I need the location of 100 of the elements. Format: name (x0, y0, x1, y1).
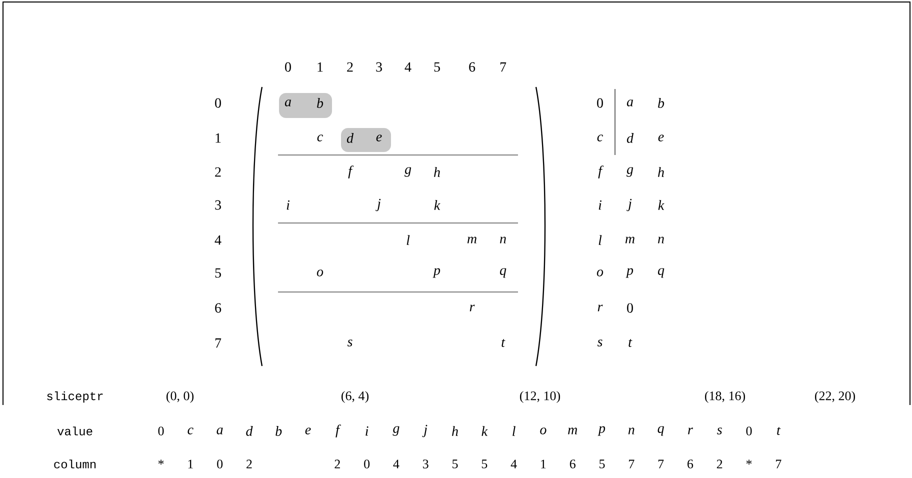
matrix-entry: f (348, 166, 354, 178)
matrix-entry: r (470, 304, 475, 312)
array-value: p (598, 426, 606, 436)
array-value: f (336, 424, 341, 438)
column-value: 2 (246, 460, 252, 468)
compressed-entry: t (628, 338, 632, 347)
row-index: 6 (215, 303, 222, 313)
matrix-entry: q (500, 268, 506, 278)
column-value: 2 (334, 460, 340, 468)
row-index: 4 (214, 235, 222, 245)
matrix-entry: n (500, 236, 506, 244)
row-index: 7 (215, 338, 222, 348)
matrix-entry: i (286, 200, 290, 210)
compressed-entry: a (626, 100, 633, 106)
column-value: 6 (688, 460, 694, 468)
compressed-entry: d (626, 133, 634, 143)
column-value: 6 (570, 460, 576, 468)
column-value: 1 (541, 460, 546, 468)
matrix-entry: d (346, 133, 354, 143)
column-value: 5 (600, 460, 605, 468)
column-index: 1 (318, 62, 323, 72)
column-value: * (158, 460, 164, 464)
matrix-entry: l (406, 235, 410, 245)
row-index: 1 (216, 133, 221, 143)
array-value: r (688, 428, 693, 434)
slice-pointer: (0, 0) (166, 391, 194, 403)
array-value: m (568, 428, 578, 434)
matrix-entry: s (347, 340, 352, 346)
compressed-entry: n (658, 236, 664, 244)
column-value: 5 (452, 460, 458, 468)
column-index: 6 (469, 62, 476, 72)
array-value: d (246, 426, 253, 436)
column-value: 5 (482, 460, 488, 468)
matrix-entry: e (376, 134, 382, 142)
matrix-entry: g (404, 167, 412, 177)
column-value: * (746, 460, 752, 464)
array-value: e (305, 428, 311, 434)
column-index: 3 (376, 62, 382, 72)
slice-pointer: (6, 4) (342, 391, 369, 403)
array-value: k (482, 426, 488, 436)
array-value: h (452, 426, 458, 436)
array-value: l (512, 426, 516, 436)
column-value: 0 (217, 460, 223, 468)
column-value: 4 (510, 460, 517, 468)
row-label: column (54, 460, 96, 468)
array-value: i (366, 426, 368, 436)
matrix-entry: a (284, 100, 291, 106)
matrix-entry: j (376, 198, 381, 212)
array-value: s (717, 428, 722, 434)
row-index: 0 (215, 98, 221, 108)
compressed-entry: j (626, 198, 632, 212)
column-index: 0 (285, 62, 291, 72)
array-value: a (216, 428, 223, 434)
array-value: q (658, 426, 664, 436)
column-index: 4 (404, 62, 412, 72)
compressed-entry: p (626, 268, 634, 278)
compressed-entry: o (596, 270, 604, 276)
column-value: 1 (188, 460, 193, 468)
column-value: 2 (716, 460, 722, 468)
column-value: 7 (776, 460, 782, 468)
column-value: 7 (629, 460, 634, 468)
matrix-entry: h (434, 167, 440, 177)
matrix-entry: m (467, 236, 476, 244)
slice-pointer: (12, 10) (520, 391, 560, 403)
matrix-entry: b (317, 98, 324, 108)
column-value: 0 (364, 460, 370, 468)
compressed-entry: 0 (597, 98, 603, 108)
array-value: t (777, 426, 781, 435)
slice-pointer: (22, 20) (815, 391, 856, 403)
column-value: 4 (393, 460, 400, 468)
compressed-entry: k (658, 200, 664, 210)
array-value: b (276, 426, 282, 436)
compressed-entry: c (597, 134, 603, 142)
compressed-entry: l (598, 235, 602, 245)
compressed-entry: h (658, 167, 664, 177)
row-index: 2 (215, 167, 221, 177)
compressed-entry: m (625, 236, 634, 244)
column-index: 5 (434, 62, 440, 72)
column-value: 7 (658, 460, 664, 468)
compressed-entry: q (658, 268, 664, 278)
compressed-entry: b (658, 98, 664, 108)
array-value: c (188, 428, 194, 434)
matrix-entry: k (434, 200, 440, 210)
array-value: 0 (158, 426, 164, 436)
compressed-entry: i (598, 200, 602, 210)
matrix-entry: t (502, 338, 506, 347)
compressed-entry: e (658, 134, 664, 142)
matrix-entry: c (317, 134, 323, 142)
row-label: value (57, 426, 92, 436)
matrix-entry: p (432, 268, 440, 278)
array-value: 0 (746, 426, 752, 436)
column-value: 3 (422, 460, 428, 468)
row-label: sliceptr (47, 391, 103, 403)
row-index: 5 (215, 268, 221, 278)
compressed-entry: s (597, 340, 602, 346)
matrix-entry: o (316, 270, 324, 276)
compressed-entry: g (626, 167, 634, 177)
array-value: n (628, 428, 634, 434)
array-value: j (422, 424, 428, 438)
column-index: 7 (500, 62, 506, 72)
